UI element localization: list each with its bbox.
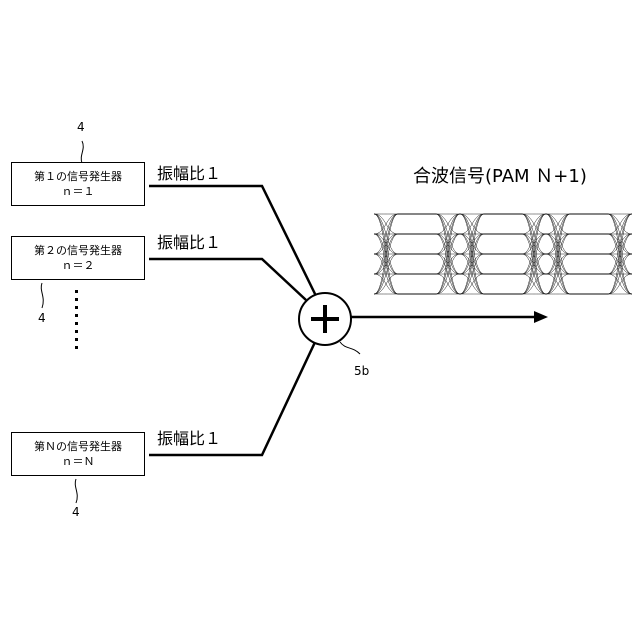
generator-box-2: 第２の信号発生器 ｎ＝２: [11, 236, 145, 280]
generator-index: ｎ＝Ｎ: [12, 454, 144, 469]
leader-genN: [75, 479, 77, 503]
amplitude-label-1: 振幅比１: [157, 160, 221, 184]
output-signal-label: 合波信号(PAM Ｎ+1): [413, 162, 587, 188]
generator-box-1: 第１の信号発生器 ｎ＝１: [11, 162, 145, 206]
leader-gen1: [81, 141, 83, 163]
output-arrowhead-icon: [534, 311, 548, 323]
leader-adder: [340, 342, 360, 354]
generator-box-n: 第Ｎの信号発生器 ｎ＝Ｎ: [11, 432, 145, 476]
generator-name: 第１の信号発生器: [12, 169, 144, 184]
generator-index: ｎ＝２: [12, 258, 144, 273]
adder: [299, 293, 351, 345]
generator-name: 第Ｎの信号発生器: [12, 439, 144, 454]
generator-index: ｎ＝１: [12, 184, 144, 199]
line-gen2: [149, 259, 306, 300]
ref-adder: 5b: [354, 364, 369, 378]
ref-generator-mid: 4: [38, 311, 46, 325]
generator-name: 第２の信号発生器: [12, 243, 144, 258]
leader-gen2: [41, 283, 43, 308]
ref-generator-top: 4: [77, 120, 85, 134]
ref-generator-bottom: 4: [72, 505, 80, 519]
eye-diagram: [374, 214, 632, 294]
ellipsis-dots: [75, 290, 78, 349]
amplitude-label-n: 振幅比１: [157, 425, 221, 449]
amplitude-label-2: 振幅比１: [157, 229, 221, 253]
